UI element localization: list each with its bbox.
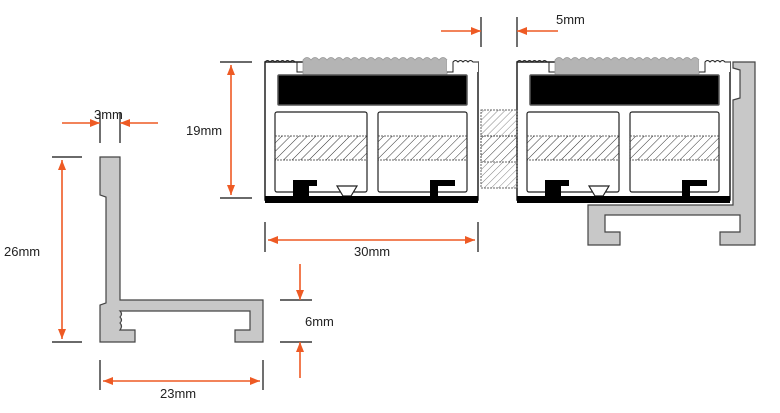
dim-channel-height: 6mm [280,264,334,378]
label-23mm: 23mm [160,386,196,401]
dim-profile-height: 26mm [4,156,82,343]
label-6mm: 6mm [305,314,334,329]
mat-module-left [264,56,479,204]
dim-gap-width: 5mm [441,12,585,47]
edge-profile [587,61,756,246]
dim-module-height: 19mm [186,61,252,199]
gap-filler [480,109,518,189]
label-19mm: 19mm [186,123,222,138]
dim-module-width: 30mm [264,222,479,259]
label-5mm: 5mm [556,12,585,27]
dim-profile-width: 23mm [99,360,264,401]
mat-module-right [516,56,731,204]
label-3mm: 3mm [94,107,123,122]
dim-wall-thickness: 3mm [62,107,158,143]
label-30mm: 30mm [354,244,390,259]
l-profile [99,156,264,343]
label-26mm: 26mm [4,244,40,259]
